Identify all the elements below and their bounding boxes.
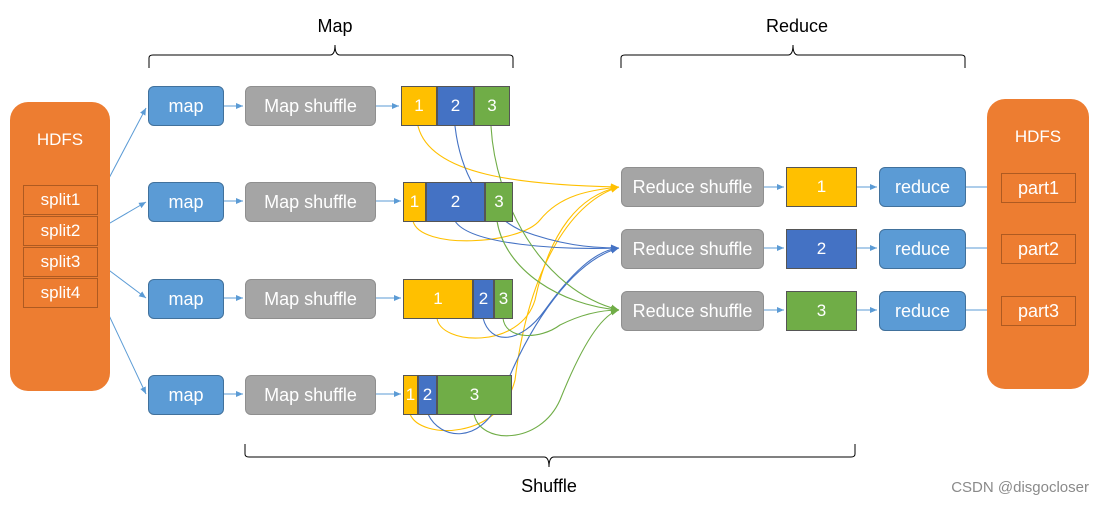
hdfs-output-title: HDFS bbox=[1014, 127, 1062, 146]
map3-partition-2: 2 bbox=[473, 279, 494, 319]
map2-partition-2: 2 bbox=[426, 182, 485, 222]
map-task-4: map bbox=[148, 375, 224, 415]
partition3-curves bbox=[473, 125, 620, 437]
split-4: split4 bbox=[23, 278, 98, 308]
reduce-task-2: reduce bbox=[879, 229, 966, 269]
reduce-partition-1: 1 bbox=[786, 167, 857, 207]
map-task-1: map bbox=[148, 86, 224, 126]
map-shuffle-2: Map shuffle bbox=[245, 182, 376, 222]
map4-partition-3: 3 bbox=[437, 375, 512, 415]
hdfs-source-title: HDFS bbox=[36, 130, 84, 149]
reduce-shuffle-2: Reduce shuffle bbox=[621, 229, 764, 269]
reduce-task-3: reduce bbox=[879, 291, 966, 331]
map-shuffle-3: Map shuffle bbox=[245, 279, 376, 319]
split-arrows bbox=[97, 103, 999, 397]
reduce-task-1: reduce bbox=[879, 167, 966, 207]
reduce-shuffle-1: Reduce shuffle bbox=[621, 167, 764, 207]
reduce-phase-label: Reduce bbox=[765, 16, 829, 36]
map4-partition-1: 1 bbox=[403, 375, 418, 415]
reduce-partition-3: 3 bbox=[786, 291, 857, 331]
map-shuffle-4: Map shuffle bbox=[245, 375, 376, 415]
map-task-2: map bbox=[148, 182, 224, 222]
reduce-brace bbox=[620, 44, 966, 68]
map-task-3: map bbox=[148, 279, 224, 319]
shuffle-phase-label: Shuffle bbox=[521, 476, 577, 496]
shuffle-brace bbox=[244, 444, 856, 468]
map-phase-label: Map bbox=[317, 16, 353, 36]
split-2: split2 bbox=[23, 216, 98, 246]
map1-partition-1: 1 bbox=[401, 86, 437, 126]
output-part-2: part2 bbox=[1001, 234, 1076, 264]
map2-partition-1: 1 bbox=[403, 182, 426, 222]
hdfs-source: HDFS bbox=[10, 102, 110, 391]
watermark: CSDN @disgocloser bbox=[951, 479, 1089, 496]
map2-partition-3: 3 bbox=[485, 182, 513, 222]
split-3: split3 bbox=[23, 247, 98, 277]
partition1-curves bbox=[409, 125, 620, 431]
output-part-1: part1 bbox=[1001, 173, 1076, 203]
map-brace bbox=[148, 44, 514, 68]
reduce-shuffle-3: Reduce shuffle bbox=[621, 291, 764, 331]
map4-partition-2: 2 bbox=[418, 375, 437, 415]
output-part-3: part3 bbox=[1001, 296, 1076, 326]
map3-partition-3: 3 bbox=[494, 279, 513, 319]
map1-partition-2: 2 bbox=[437, 86, 474, 126]
map-shuffle-1: Map shuffle bbox=[245, 86, 376, 126]
map1-partition-3: 3 bbox=[474, 86, 510, 126]
split-1: split1 bbox=[23, 185, 98, 215]
map3-partition-1: 1 bbox=[403, 279, 473, 319]
reduce-partition-2: 2 bbox=[786, 229, 857, 269]
